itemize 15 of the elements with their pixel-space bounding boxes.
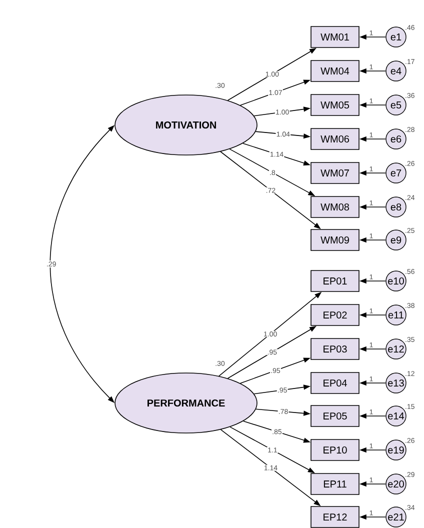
- indicator-box: EP10: [310, 439, 360, 461]
- indicator-box: WM07: [310, 162, 360, 184]
- indicator-box: WM09: [310, 229, 360, 251]
- indicator-box: WM01: [310, 26, 360, 48]
- indicator-box: WM08: [310, 196, 360, 218]
- indicator-box: WM06: [310, 128, 360, 150]
- indicator-box: EP01: [310, 270, 360, 292]
- indicator-box: WM05: [310, 94, 360, 116]
- indicator-box: EP05: [310, 405, 360, 427]
- indicator-box: EP04: [310, 372, 360, 394]
- indicator-box: EP03: [310, 338, 360, 360]
- indicator-box: WM04: [310, 60, 360, 82]
- indicator-box: EP02: [310, 304, 360, 326]
- indicator-box: EP12: [310, 506, 360, 528]
- indicator-box: EP11: [310, 473, 360, 495]
